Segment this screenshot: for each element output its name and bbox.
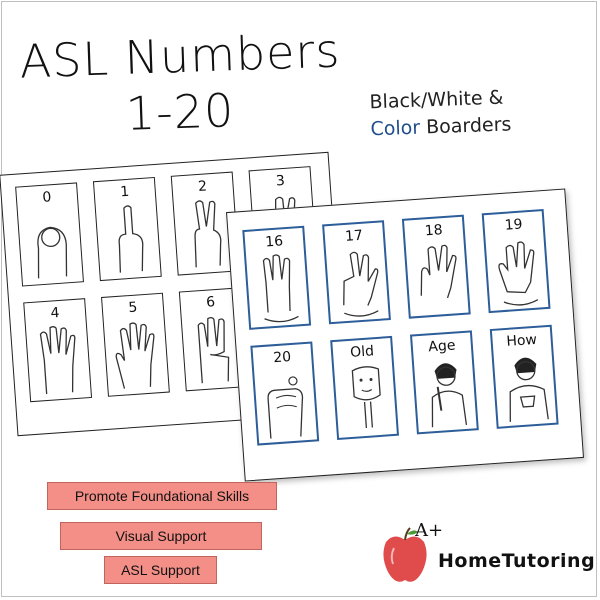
hand-sign-19-icon — [498, 241, 539, 306]
card-label: 19 — [504, 216, 524, 234]
card-16: 16 — [242, 225, 312, 330]
feature-visual-support: Visual Support — [60, 522, 262, 550]
hand-sign-4-icon — [39, 326, 76, 395]
logo-name: HomeTutoring — [438, 550, 596, 572]
feature-asl-support: ASL Support — [104, 556, 217, 584]
card-label: 5 — [127, 299, 138, 317]
page-title: ASL Numbers 1-20 — [0, 23, 360, 140]
card-how: How — [489, 324, 559, 429]
brand-logo: A+ HomeTutoring — [380, 520, 595, 590]
card-0: 0 — [15, 182, 84, 287]
hand-sign-20-icon — [267, 376, 304, 439]
subtitle: Black/White & Color Boarders — [369, 83, 561, 144]
card-label: 16 — [264, 233, 284, 251]
card-17: 17 — [322, 220, 391, 325]
hand-sign-5-icon — [115, 322, 155, 389]
card-6: 6 — [178, 287, 248, 392]
card-label: 3 — [275, 172, 286, 190]
hand-sign-18-icon — [420, 244, 457, 299]
apple-icon — [383, 527, 427, 582]
subtitle-rest: Boarders — [419, 113, 512, 139]
sign-how-icon — [509, 357, 549, 422]
hand-sign-16-icon — [262, 254, 299, 323]
title-line-2: 1-20 — [124, 83, 236, 141]
hand-sign-0-icon — [37, 226, 68, 279]
card-4: 4 — [23, 298, 93, 403]
card-old: Old — [330, 335, 400, 440]
hand-sign-17-icon — [343, 251, 379, 317]
card-19: 19 — [481, 209, 551, 314]
hand-sign-2-icon — [194, 200, 222, 268]
card-label: 4 — [50, 304, 61, 322]
card-label: 20 — [272, 349, 292, 367]
card-2: 2 — [170, 171, 240, 276]
color-flashcard-sheet: 16 17 18 19 20 Old Age How — [225, 188, 585, 482]
card-label: 2 — [197, 178, 208, 195]
card-1: 1 — [92, 176, 162, 282]
card-label: 18 — [424, 222, 444, 240]
card-label: 0 — [41, 189, 52, 206]
subtitle-color-word: Color — [370, 116, 421, 141]
feature-foundational-skills: Promote Foundational Skills — [47, 482, 277, 510]
sign-old-icon — [351, 366, 381, 428]
card-label: 1 — [119, 183, 130, 201]
card-label: Old — [349, 343, 375, 361]
card-20: 20 — [250, 341, 320, 446]
card-label: Age — [427, 337, 456, 356]
card-age: Age — [409, 330, 479, 435]
hand-sign-6-icon — [197, 316, 230, 384]
card-18: 18 — [401, 214, 471, 319]
card-label: How — [505, 331, 538, 350]
card-5: 5 — [101, 292, 170, 397]
hand-sign-1-icon — [118, 205, 144, 273]
card-label: 17 — [344, 227, 364, 245]
sign-age-icon — [431, 363, 468, 428]
logo-mark: A+ — [415, 520, 444, 541]
